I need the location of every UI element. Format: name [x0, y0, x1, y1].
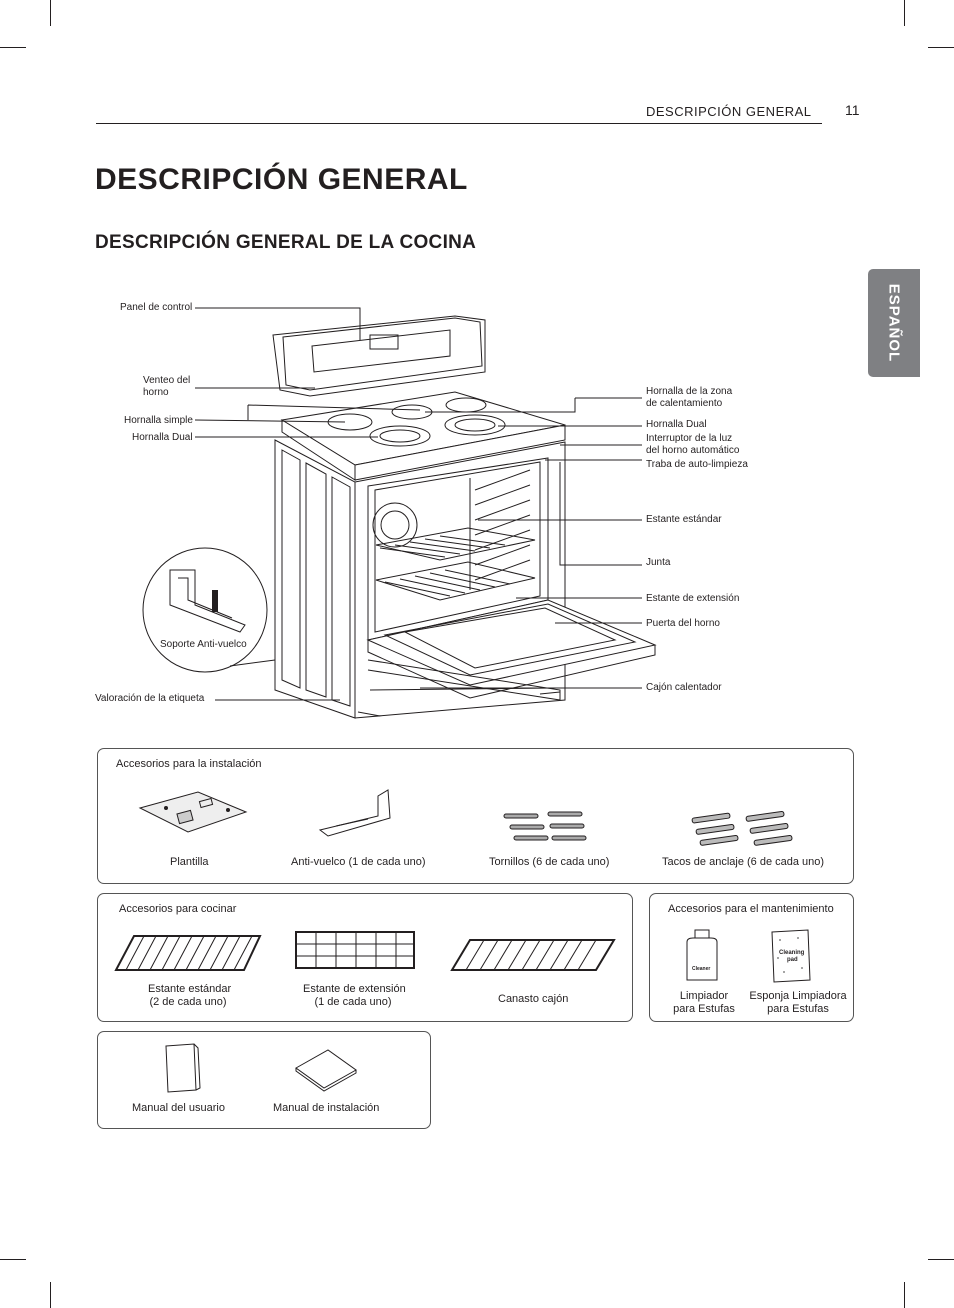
cleaning-pad-label-2: pad [787, 957, 798, 963]
crop-mark [50, 1282, 51, 1308]
crop-mark [928, 47, 954, 48]
user-manual-illustration [165, 1043, 201, 1093]
maintenance-accessories-box [649, 893, 854, 1022]
template-illustration [138, 791, 248, 833]
label-control-panel: Panel de control [120, 302, 193, 313]
cleaner-product-label: Cleaner [692, 966, 711, 972]
installation-accessories-title: Accesorios para la instalación [116, 758, 262, 770]
label-self-clean-lock: Traba de auto-limpieza [646, 459, 748, 470]
caption-extension-rack: Estante de extensión [303, 983, 406, 995]
crop-mark [0, 1259, 26, 1260]
crop-mark [904, 0, 905, 26]
caption-installation-manual: Manual de instalación [273, 1102, 380, 1114]
anchors-illustration [691, 810, 793, 846]
caption-user-manual: Manual del usuario [132, 1102, 225, 1114]
caption-cleaner: Limpiador [679, 990, 729, 1002]
caption-drawer-basket: Canasto cajón [498, 993, 569, 1005]
label-light-switch-2: del horno automático [646, 445, 740, 456]
anti-tip-illustration [318, 789, 391, 837]
manuals-box [97, 1031, 431, 1129]
cooking-accessories-title: Accesorios para cocinar [119, 903, 237, 915]
label-single-burner: Hornalla simple [124, 415, 193, 426]
label-light-switch: Interruptor de la luz [646, 433, 733, 444]
running-header: DESCRIPCIÓN GENERAL [646, 104, 812, 119]
label-standard-rack: Estante estándar [646, 514, 722, 525]
crop-mark [0, 47, 26, 48]
caption-cleaning-pad: Esponja Limpiadora [749, 990, 847, 1002]
extension-rack-illustration [295, 931, 415, 969]
caption-standard-rack-qty: (2 de cada uno) [149, 996, 227, 1008]
caption-extension-rack-qty: (1 de cada uno) [314, 996, 392, 1008]
installation-manual-illustration [295, 1049, 357, 1092]
page-number: 11 [845, 102, 860, 118]
crop-mark [904, 1282, 905, 1308]
section-subtitle: DESCRIPCIÓN GENERAL DE LA COCINA [95, 232, 477, 253]
label-anti-tip: Soporte Anti-vuelco [160, 639, 247, 650]
label-oven-vent: Venteo del [143, 375, 191, 386]
screws-illustration [503, 811, 587, 841]
maintenance-accessories-title: Accesorios para el mantenimiento [668, 903, 834, 915]
label-rating-label: Valoración de la etiqueta [95, 693, 205, 704]
crop-mark [50, 0, 51, 26]
label-dual-burner-right: Hornalla Dual [646, 419, 707, 430]
crop-mark [928, 1259, 954, 1260]
page-title: DESCRIPCIÓN GENERAL [95, 163, 468, 196]
cleaning-pad-label: Cleaning [779, 950, 805, 956]
caption-cleaner-2: para Estufas [673, 1003, 735, 1015]
cleaning-pad-illustration [771, 929, 811, 983]
label-gasket: Junta [646, 557, 671, 568]
label-oven-door: Puerta del horno [646, 618, 720, 629]
caption-anchors: Tacos de anclaje (6 de cada uno) [662, 856, 825, 868]
label-oven-vent-2: horno [143, 387, 169, 398]
label-extension-rack: Estante de extensión [646, 593, 740, 604]
caption-cleaning-pad-2: para Estufas [767, 1003, 829, 1015]
caption-template: Plantilla [170, 856, 209, 868]
installation-accessories-box [97, 748, 854, 884]
caption-standard-rack: Estante estándar [148, 983, 232, 995]
range-diagram [142, 307, 657, 719]
header-rule [96, 123, 822, 124]
language-tab: ESPAÑOL [868, 269, 920, 377]
cleaner-bottle-illustration [686, 929, 718, 981]
caption-screws: Tornillos (6 de cada uno) [489, 856, 610, 868]
label-warming-zone-2: de calentamiento [646, 398, 723, 409]
cooking-accessories-box [97, 893, 633, 1022]
standard-rack-illustration [114, 935, 262, 971]
label-warming-drawer: Cajón calentador [646, 682, 722, 693]
label-dual-burner-left: Hornalla Dual [132, 432, 193, 443]
drawer-basket-illustration [450, 939, 616, 971]
label-warming-zone: Hornalla de la zona [646, 386, 733, 397]
caption-anti-tip: Anti-vuelco (1 de cada uno) [291, 856, 426, 868]
